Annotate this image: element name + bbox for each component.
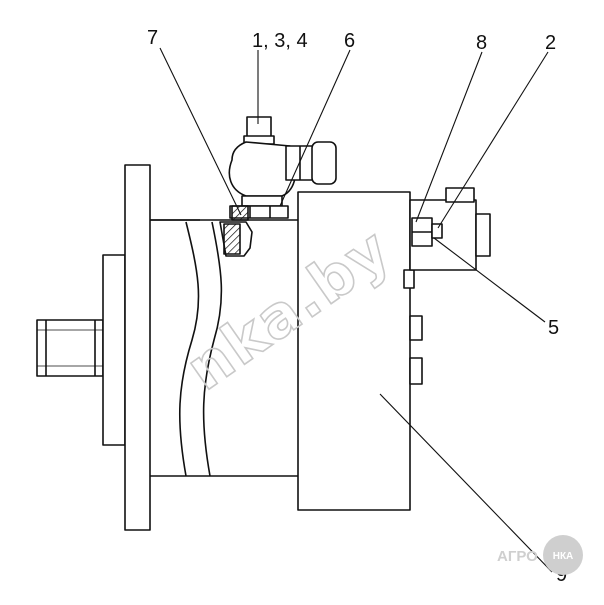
brand-circle-text: НКА <box>553 551 574 562</box>
fitting-assembly <box>228 116 337 219</box>
sectioned-seal <box>219 205 253 257</box>
callout-6: 6 <box>344 30 355 52</box>
callout-1-3-4: 1, 3, 4 <box>252 30 308 52</box>
flange <box>124 164 300 531</box>
callout-2: 2 <box>545 32 556 54</box>
pump-housing <box>150 219 300 477</box>
shaft <box>36 319 104 377</box>
valve-block <box>409 187 491 271</box>
brand-prefix: АГРО <box>497 548 538 565</box>
brand-logo: АГРО НКА <box>497 535 583 575</box>
leader-lines <box>159 47 553 573</box>
callout-8: 8 <box>476 32 487 54</box>
callout-7: 7 <box>147 27 158 49</box>
callouts: 7 1, 3, 4 6 8 2 5 9 <box>147 27 567 586</box>
hub <box>102 254 126 446</box>
callout-5: 5 <box>548 317 559 339</box>
side-bolts <box>403 269 423 385</box>
callout-9: 9 <box>556 564 567 586</box>
end-cover <box>297 191 411 511</box>
brand-circle <box>543 535 583 575</box>
